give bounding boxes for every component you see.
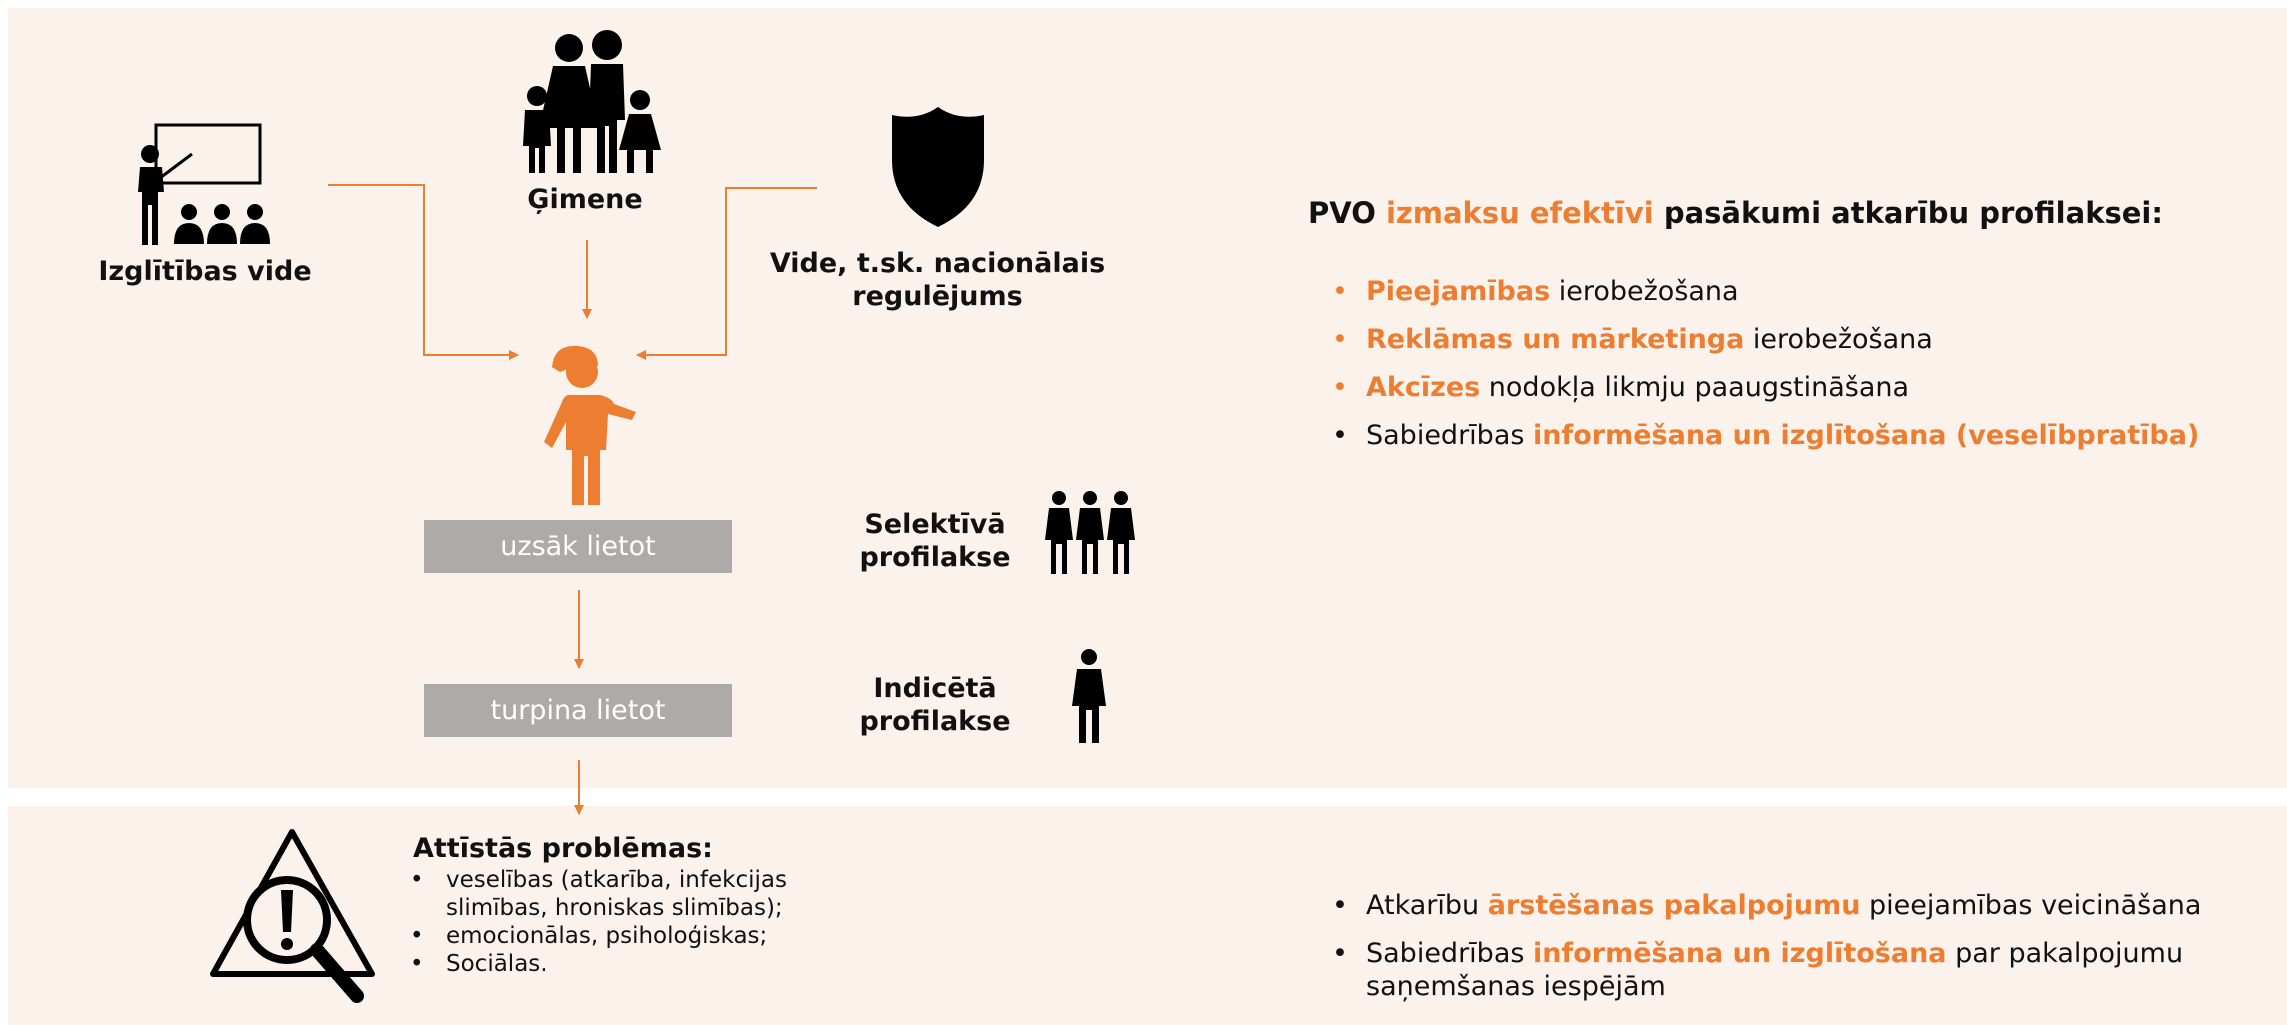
who-heading-post: pasākumi atkarību profilaksei: bbox=[1653, 196, 2163, 230]
child-with-cap-icon bbox=[544, 345, 636, 505]
environment-label-line2: regulējums bbox=[852, 281, 1023, 312]
who-heading-accent: izmaksu efektīvi bbox=[1385, 196, 1654, 230]
start-using-box: uzsāk lietot bbox=[424, 520, 732, 573]
bullet: • bbox=[1332, 276, 1348, 307]
item-accent: informēšana un izglītošana (veselībpratī… bbox=[1533, 420, 2200, 451]
list-item: •emocionālas, psiholoģiskas; bbox=[410, 922, 787, 950]
selective-prevention-label: Selektīvā profilakse bbox=[840, 508, 1030, 574]
who-heading-pre: PVO bbox=[1308, 196, 1386, 230]
family-icon bbox=[523, 30, 661, 173]
who-measures-list: • Pieejamības ierobežošana • Reklāmas un m… bbox=[1330, 268, 2199, 460]
item-rest: nodokļa likmju paaugstināšana bbox=[1480, 372, 1910, 403]
bullet: • bbox=[1332, 420, 1348, 451]
item-pre: Atkarību bbox=[1366, 890, 1488, 921]
who-heading: PVO izmaksu efektīvi pasākumi atkarību p… bbox=[1308, 196, 2163, 230]
education-label: Izglītības vide bbox=[98, 256, 312, 287]
list-item: •Sabiedrības informēšana un izglītošana … bbox=[1332, 938, 2184, 1002]
arrow-environment-to-child bbox=[636, 187, 817, 360]
list-item: • Pieejamības ierobežošana bbox=[1330, 268, 2199, 316]
environment-label: Vide, t.sk. nacionālais regulējums bbox=[760, 247, 1115, 313]
item-rest: ierobežošana bbox=[1744, 324, 1933, 355]
single-person-icon bbox=[1072, 649, 1106, 743]
top-panel bbox=[8, 8, 2287, 788]
indicated-line2: profilakse bbox=[859, 706, 1011, 737]
item-accent: Reklāmas un mārketinga bbox=[1366, 324, 1745, 355]
list-item: •Atkarību ārstēšanas pakalpojumu pieejam… bbox=[1332, 890, 2202, 921]
shield-icon bbox=[892, 107, 984, 227]
item-pre: Sabiedrības bbox=[1366, 938, 1534, 969]
item-post: pieejamības veicināšana bbox=[1860, 890, 2202, 921]
problem-line: emocionālas, psiholoģiskas; bbox=[446, 923, 768, 949]
bottom-panel bbox=[8, 806, 2287, 1025]
bullet: • bbox=[1332, 324, 1348, 355]
item-line2: saņemšanas iespējām bbox=[1366, 971, 1666, 1002]
list-item: • Reklāmas un mārketinga ierobežošana bbox=[1330, 316, 2199, 364]
warning-magnifier-icon bbox=[210, 829, 375, 1003]
problems-title: Attīstās problēmas: bbox=[413, 833, 713, 864]
arrow-education-to-child bbox=[328, 184, 519, 360]
teacher-classroom-icon bbox=[138, 123, 270, 245]
continue-using-box: turpina lietot bbox=[424, 684, 732, 737]
problem-line: veselības (atkarība, infekcijas bbox=[446, 867, 787, 893]
item-accent: Pieejamības bbox=[1366, 276, 1551, 307]
selective-line1: Selektīvā bbox=[864, 509, 1006, 540]
item-rest: ierobežošana bbox=[1550, 276, 1739, 307]
family-label: Ģimene bbox=[527, 184, 643, 215]
indicated-prevention-label: Indicētā profilakse bbox=[840, 672, 1030, 738]
group-of-people-icon bbox=[1045, 491, 1135, 574]
item-post: par pakalpojumu bbox=[1946, 938, 2184, 969]
environment-label-line1: Vide, t.sk. nacionālais bbox=[769, 248, 1106, 279]
selective-line2: profilakse bbox=[859, 542, 1011, 573]
item-accent: informēšana un izglītošana bbox=[1533, 938, 1947, 969]
item-pre: Sabiedrības bbox=[1366, 420, 1534, 451]
list-item: • Sabiedrības informēšana un izglītošana … bbox=[1330, 412, 2199, 460]
list-item: •Sociālas. bbox=[410, 950, 787, 978]
item-accent: Akcīzes bbox=[1366, 372, 1481, 403]
indicated-line1: Indicētā bbox=[873, 673, 997, 704]
treatment-list: •Atkarību ārstēšanas pakalpojumu pieejam… bbox=[1330, 882, 2201, 1003]
item-accent: ārstēšanas pakalpojumu bbox=[1487, 890, 1861, 921]
problem-line: Sociālas. bbox=[446, 951, 548, 977]
list-item: • Akcīzes nodokļa likmju paaugstināšana bbox=[1330, 364, 2199, 412]
bullet: • bbox=[1332, 372, 1348, 403]
problem-line: slimības, hroniskas slimības); bbox=[446, 895, 783, 921]
